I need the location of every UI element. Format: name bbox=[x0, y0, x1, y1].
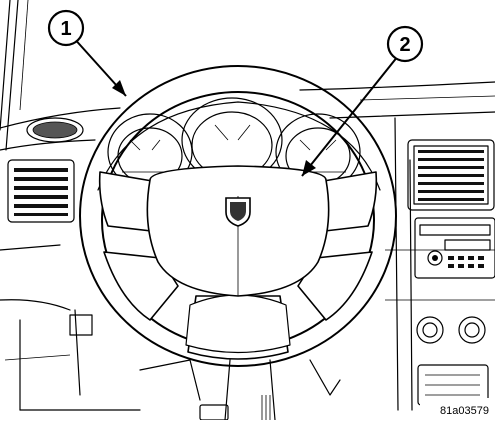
speaker-grille bbox=[26, 117, 84, 143]
callout-2-label: 2 bbox=[399, 34, 410, 56]
driver-airbag-icon bbox=[146, 165, 330, 297]
steering-wheel-icon bbox=[79, 65, 397, 367]
figure-id: 81a03579 bbox=[440, 405, 489, 417]
left-air-vent-icon bbox=[7, 159, 75, 223]
callout-1-label: 1 bbox=[60, 18, 71, 40]
airbag-emblem-icon bbox=[225, 197, 251, 227]
callout-1: 1 bbox=[47, 9, 127, 97]
callout-2: 2 bbox=[301, 25, 424, 177]
radio-icon bbox=[414, 217, 495, 279]
center-air-vent-icon bbox=[407, 139, 495, 211]
climate-knob-icon bbox=[416, 316, 489, 406]
